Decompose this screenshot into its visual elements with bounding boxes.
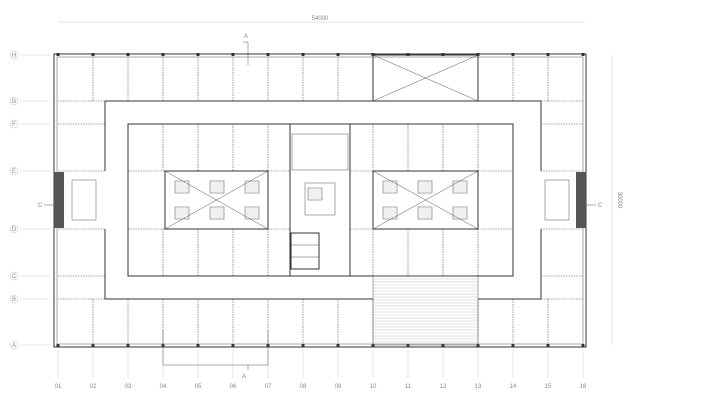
grid-column-label: 05 bbox=[195, 384, 202, 390]
svg-text:A: A bbox=[242, 374, 246, 380]
grid-row-bubble bbox=[9, 50, 19, 60]
structural-column bbox=[301, 344, 305, 347]
grid-row-bubble bbox=[9, 119, 19, 129]
structural-column bbox=[511, 344, 515, 347]
dimension-height-label: 30000 bbox=[616, 192, 622, 209]
grid-row-bubble bbox=[9, 271, 19, 281]
grid-column-label: 03 bbox=[125, 384, 132, 390]
grid-column-label: 13 bbox=[475, 384, 482, 390]
dimension-width: 54000 bbox=[58, 16, 585, 23]
dimension-width-label: 54000 bbox=[312, 16, 329, 22]
structural-column bbox=[406, 344, 410, 347]
structural-column bbox=[441, 344, 445, 347]
grid-column-label: 10 bbox=[370, 384, 377, 390]
structural-column bbox=[336, 344, 340, 347]
grid-column-label: 07 bbox=[265, 384, 272, 390]
grid-column-label: 06 bbox=[230, 384, 237, 390]
grid-row-label: F bbox=[12, 122, 16, 128]
partitions bbox=[92, 57, 549, 344]
grid-column-label: 08 bbox=[300, 384, 307, 390]
grid-row-bubble bbox=[9, 294, 19, 304]
svg-text:C: C bbox=[598, 203, 603, 209]
building bbox=[53, 53, 587, 348]
grid-row-label: C bbox=[12, 274, 17, 280]
grid-row-label: B bbox=[12, 297, 16, 303]
grid-row-label: G bbox=[12, 99, 17, 105]
grid-column-label: 01 bbox=[55, 384, 62, 390]
grid-column-label: 02 bbox=[90, 384, 97, 390]
void-bottom bbox=[372, 275, 479, 346]
grid-row-bubble bbox=[9, 96, 19, 106]
grid-lines: H G F E D C B A 01 02 03 04 05 06 07 08 09 10 11 12 13 14 15 16 bbox=[9, 50, 587, 390]
grid-row-label: D bbox=[12, 227, 17, 233]
structural-column bbox=[546, 344, 550, 347]
grid-column-label: 04 bbox=[160, 384, 167, 390]
structural-column bbox=[56, 344, 60, 347]
svg-text:C: C bbox=[38, 203, 43, 209]
grid-row-label: A bbox=[12, 343, 16, 349]
structural-column bbox=[196, 344, 200, 347]
atrium-right bbox=[372, 170, 479, 230]
stair-left bbox=[54, 172, 97, 228]
section-marker-a-bottom: A bbox=[162, 330, 269, 380]
grid-row-bubble bbox=[9, 224, 19, 234]
svg-text:A: A bbox=[244, 34, 248, 40]
grid-column-label: 14 bbox=[510, 384, 517, 390]
structural-column bbox=[476, 344, 480, 347]
skylights bbox=[174, 180, 468, 220]
section-marker-c-right: C bbox=[580, 203, 603, 209]
stair-right bbox=[544, 172, 586, 228]
grid-column-label: 12 bbox=[440, 384, 447, 390]
structural-column bbox=[91, 344, 95, 347]
grid-column-label: 09 bbox=[335, 384, 342, 390]
grid-column-label: 16 bbox=[580, 384, 587, 390]
grid-column-label: 11 bbox=[405, 384, 412, 390]
structural-column bbox=[581, 344, 585, 347]
section-marker-c-left: C bbox=[38, 203, 60, 209]
dimension-height: 30000 bbox=[611, 55, 622, 345]
structural-column bbox=[371, 344, 375, 347]
void-top bbox=[372, 54, 479, 102]
grid-column-label: 15 bbox=[545, 384, 552, 390]
structural-column bbox=[231, 344, 235, 347]
core bbox=[289, 123, 351, 277]
section-marker-a-top: A bbox=[243, 34, 249, 65]
atrium-left bbox=[164, 170, 269, 230]
grid-row-label: H bbox=[12, 53, 16, 59]
grid-row-bubble bbox=[9, 166, 19, 176]
structural-column bbox=[126, 344, 130, 347]
grid-row-bubble bbox=[9, 340, 19, 350]
grid-row-label: E bbox=[12, 169, 16, 175]
